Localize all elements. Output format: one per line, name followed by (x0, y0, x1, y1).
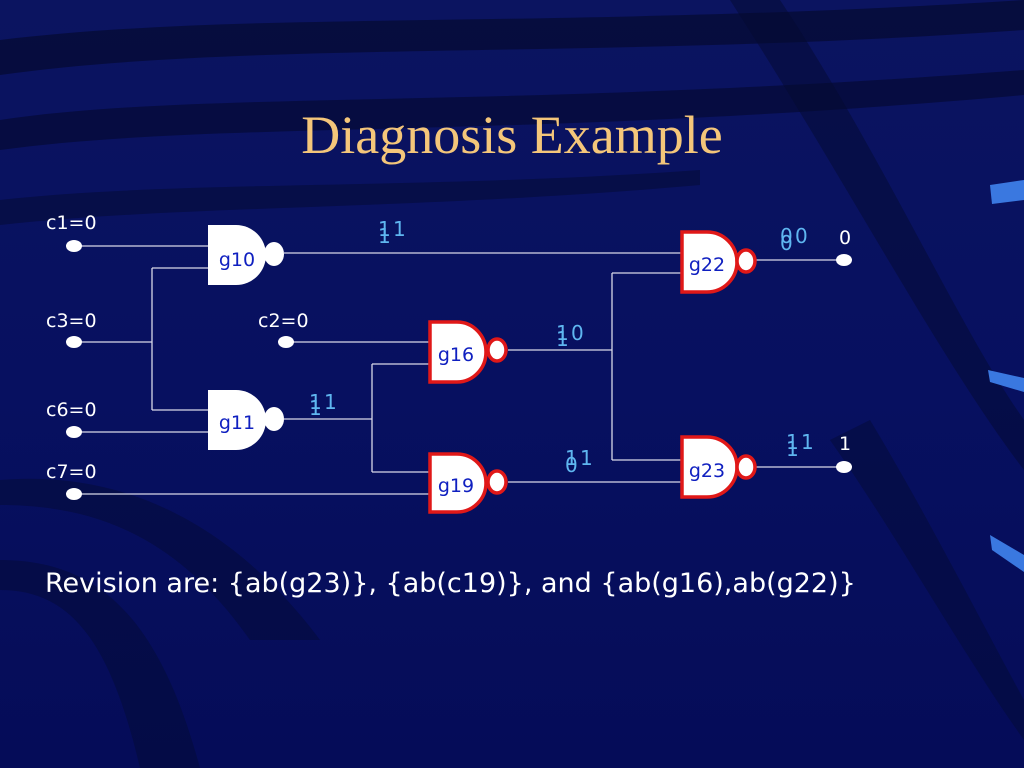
input-label-c3: c3=0 (46, 310, 97, 332)
terminals (66, 240, 852, 500)
value-g19-lower: 0 (565, 453, 578, 477)
terminal-c6 (66, 426, 82, 438)
value-g19-right: 1 (580, 446, 593, 470)
wire-values-g10: 1 1 1 (378, 217, 406, 248)
gate-g19-label: g19 (438, 475, 474, 497)
value-g11-upper: 1 (309, 390, 322, 414)
value-g22-lower: 0 (780, 231, 793, 255)
gate-g23: g23 (680, 435, 757, 499)
gate-g16: g16 (428, 320, 508, 384)
value-g23-right: 1 (801, 430, 814, 454)
output-label-g22: 0 (839, 227, 851, 249)
gate-g22: g22 (680, 230, 757, 294)
gate-g16-bubble (486, 337, 508, 363)
gate-g11-bubble (264, 407, 284, 431)
gate-g23-bubble (735, 454, 757, 480)
input-label-c2: c2=0 (258, 310, 309, 332)
gate-g16-label: g16 (438, 344, 474, 366)
edge-marker-1 (990, 180, 1024, 204)
gate-g22-label: g22 (689, 254, 725, 276)
terminal-c2 (278, 336, 294, 348)
value-g10-upper: 1 (378, 217, 391, 241)
input-label-c1: c1=0 (46, 212, 97, 234)
slide-title: Diagnosis Example (301, 105, 723, 165)
value-g22-right: 0 (795, 224, 808, 248)
value-g11-lower: 1 (309, 396, 322, 420)
gate-g10-label: g10 (219, 249, 255, 271)
gate-g11-label: g11 (219, 412, 255, 434)
gate-g19: g19 (428, 452, 508, 514)
terminal-c7 (66, 488, 82, 500)
gate-g10: g10 (208, 225, 284, 285)
wire-values-g11: 1 1 1 (309, 390, 337, 420)
gate-g22-bubble (735, 248, 757, 274)
gate-g11: g11 (208, 390, 284, 450)
terminal-out-g23 (836, 461, 852, 473)
wire-values-g16: 1 1 0 (556, 321, 584, 351)
terminal-out-g22 (836, 254, 852, 266)
gate-g19-bubble (486, 469, 508, 495)
output-label-g23: 1 (839, 433, 851, 455)
wire-values-g22: 0 0 0 (780, 224, 808, 255)
revision-text: Revision are: {ab(g23)}, {ab(c19)}, and … (45, 568, 856, 599)
value-g23-lower: 1 (786, 437, 799, 461)
edge-marker-2 (988, 370, 1024, 392)
value-g16-right: 0 (571, 321, 584, 345)
value-g23-upper: 1 (786, 430, 799, 454)
value-g22-upper: 0 (780, 224, 793, 248)
input-label-c7: c7=0 (46, 461, 97, 483)
input-labels: c1=0 c3=0 c2=0 c6=0 c7=0 (46, 212, 309, 483)
wires (74, 245, 844, 495)
gate-g23-label: g23 (689, 460, 725, 482)
gate-g10-bubble (264, 242, 284, 266)
input-label-c6: c6=0 (46, 399, 97, 421)
value-g16-upper: 1 (556, 321, 569, 345)
value-g11-right: 1 (324, 390, 337, 414)
value-g16-lower: 1 (556, 327, 569, 351)
value-g10-right: 1 (393, 217, 406, 241)
wire-values-g19: 0 1 1 (565, 446, 593, 477)
wire-values-g23: 1 1 1 (786, 430, 814, 461)
value-g19-upper: 1 (565, 446, 578, 470)
terminal-c3 (66, 336, 82, 348)
terminal-c1 (66, 240, 82, 252)
edge-marker-3 (990, 535, 1024, 572)
value-g10-lower: 1 (378, 224, 391, 248)
